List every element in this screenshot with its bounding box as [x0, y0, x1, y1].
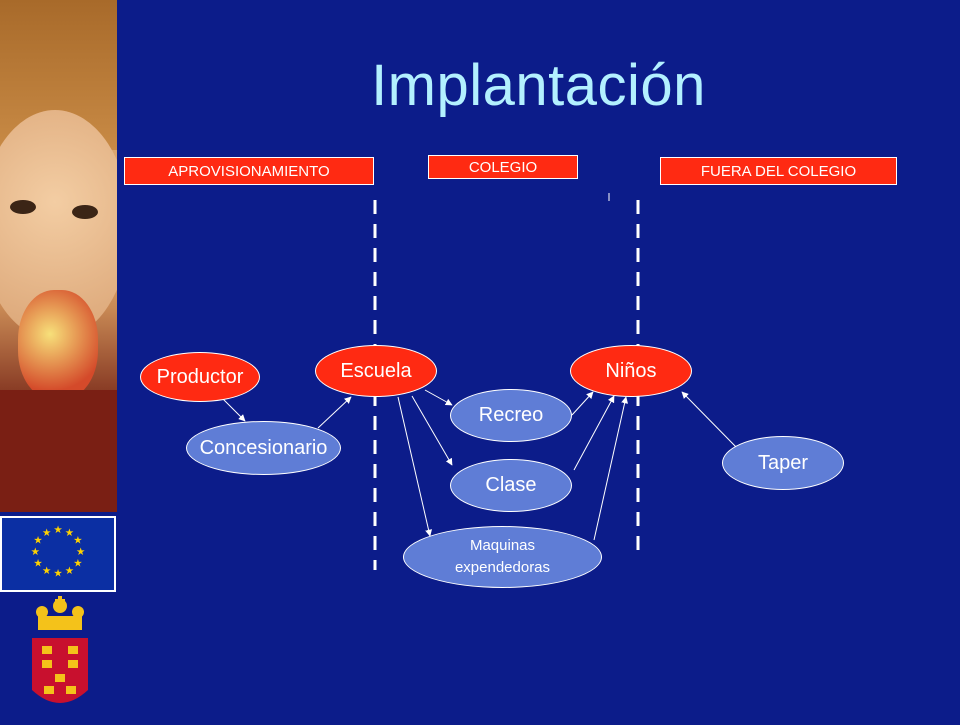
girl-eating-apple-photo [0, 0, 117, 512]
svg-text:★: ★ [65, 565, 74, 577]
arrow-concesionario-escuela [317, 396, 352, 429]
svg-text:★: ★ [73, 557, 82, 569]
arrow-taper-ninos [681, 391, 739, 450]
maquinas-line1: Maquinas [469, 537, 536, 554]
arrow-clase-ninos [573, 395, 615, 471]
node-productor: Productor [140, 352, 260, 402]
arrow-maquinas-ninos [593, 396, 629, 541]
svg-text:★: ★ [65, 527, 74, 539]
node-ninos: Niños [570, 345, 692, 397]
svg-text:★: ★ [33, 535, 42, 547]
arrow-escuela-clase [411, 395, 453, 466]
svg-text:★: ★ [76, 546, 85, 558]
label-fuera-del-colegio: FUERA DEL COLEGIO [660, 157, 897, 185]
arrow-escuela-recreo [424, 389, 453, 406]
node-taper: Taper [722, 436, 844, 490]
label-aprovisionamiento: APROVISIONAMIENTO [124, 157, 374, 185]
svg-text:★: ★ [42, 565, 51, 577]
svg-text:★: ★ [33, 557, 42, 569]
node-recreo: Recreo [450, 389, 572, 442]
svg-text:★: ★ [53, 524, 62, 536]
region-murcia-crest-icon [20, 594, 100, 720]
svg-text:★: ★ [73, 535, 82, 547]
svg-text:★: ★ [53, 568, 62, 580]
node-clase: Clase [450, 459, 572, 512]
arrow-escuela-maquinas [397, 396, 432, 537]
eu-flag-icon: ★ ★ ★ ★ ★ ★ ★ ★ ★ ★ ★ ★ [0, 516, 116, 592]
arrow-recreo-ninos [571, 391, 594, 416]
slide-title: Implantación [371, 53, 706, 118]
node-concesionario: Concesionario [186, 421, 341, 475]
node-maquinas-expendedoras: Maquinas expendedoras [403, 526, 602, 588]
arrow-productor-concesionario [221, 397, 246, 422]
svg-text:★: ★ [42, 527, 51, 539]
node-escuela: Escuela [315, 345, 437, 397]
svg-text:★: ★ [31, 546, 40, 558]
maquinas-line2: expendedoras [454, 559, 551, 576]
label-colegio: COLEGIO [428, 155, 578, 179]
